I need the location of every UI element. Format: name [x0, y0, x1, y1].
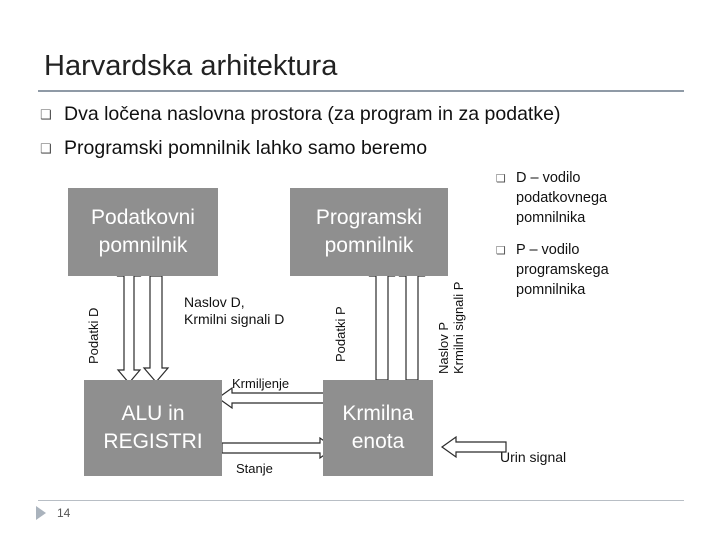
status-arrow — [221, 436, 336, 460]
page-number: 14 — [57, 506, 71, 520]
page-marker-icon — [36, 506, 46, 520]
data-memory-box: Podatkovni pomnilnik — [68, 188, 218, 276]
control-unit-box: Krmilna enota — [323, 380, 433, 476]
bullet-text: Dva ločena naslovna prostora (za program… — [64, 103, 561, 125]
bullet-icon: ❑ — [40, 141, 52, 156]
bullet-icon: ❑ — [40, 107, 52, 122]
bullet-item: ❑ Programski pomnilnik lahko samo beremo — [40, 137, 428, 160]
side-note: ❑ D – vodilo podatkovnega pomnilnika — [496, 168, 666, 228]
side-note-text: D – vodilo podatkovnega pomnilnika — [516, 170, 608, 226]
bullet-icon: ❑ — [496, 245, 506, 257]
status-label: Stanje — [236, 461, 273, 476]
program-memory-box: Programski pomnilnik — [290, 188, 448, 276]
control-label: Krmiljenje — [232, 376, 290, 391]
clock-arrow — [440, 435, 507, 459]
title-divider — [38, 90, 684, 92]
data-bus-arrow — [116, 263, 142, 384]
clock-label: Urin signal — [500, 449, 567, 465]
address-d-label: Naslov D, Krmilni signali D — [184, 294, 285, 327]
program-data-arrow — [368, 263, 396, 381]
alu-registers-box: ALU in REGISTRI — [84, 380, 222, 476]
data-bus-label: Podatki D — [86, 307, 101, 364]
bullet-text: Programski pomnilnik lahko samo beremo — [64, 137, 428, 159]
side-note-text: P – vodilo programskega pomnilnika — [516, 242, 609, 298]
bullet-item: ❑ Dva ločena naslovna prostora (za progr… — [40, 103, 561, 126]
slide-title: Harvardska arhitektura — [44, 50, 338, 82]
address-p-arrow — [398, 263, 426, 381]
side-note: ❑ P – vodilo programskega pomnilnika — [496, 240, 656, 300]
program-bus-label: Podatki P — [333, 306, 348, 362]
footer-divider — [38, 500, 684, 501]
address-p-label: Naslov P Krmilni signali P — [436, 281, 466, 374]
address-d-arrow — [142, 275, 170, 383]
bullet-icon: ❑ — [496, 173, 506, 185]
